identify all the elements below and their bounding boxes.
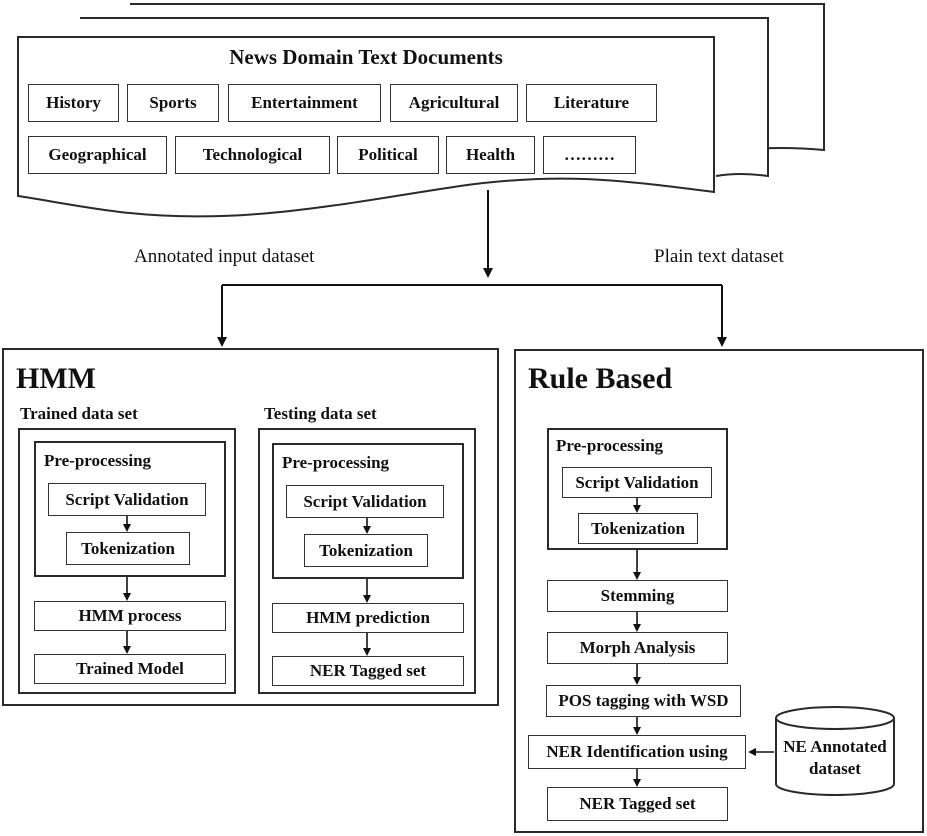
- ne-annotated-database-icon: [775, 706, 895, 796]
- ne-annotated-dataset-label: NE Annotated dataset: [770, 736, 900, 780]
- rule-ner-tagged-set: NER Tagged set: [547, 787, 728, 821]
- trained-dataset-label: Trained data set: [20, 404, 138, 423]
- category-tag: Entertainment: [228, 84, 381, 122]
- testing-tokenization: Tokenization: [304, 534, 428, 567]
- testing-preprocessing-label: Pre-processing: [282, 453, 390, 472]
- category-tag: ………: [543, 136, 636, 174]
- category-tag: Literature: [526, 84, 657, 122]
- category-label: History: [46, 93, 101, 112]
- trained-preprocessing-label: Pre-processing: [44, 451, 152, 470]
- category-label: Entertainment: [251, 93, 358, 112]
- category-label: Health: [465, 145, 516, 164]
- category-label: Agricultural: [408, 93, 500, 112]
- testing-dataset-label: Testing data set: [264, 404, 377, 423]
- category-tag: Geographical: [28, 136, 167, 174]
- category-label: Geographical: [48, 145, 147, 164]
- rule-pos-tagging: POS tagging with WSD: [546, 685, 741, 717]
- category-label: Sports: [149, 93, 197, 112]
- category-label: Political: [358, 145, 418, 164]
- annotated-dataset-label: Annotated input dataset: [134, 246, 315, 267]
- rule-stemming: Stemming: [547, 580, 728, 612]
- rule-ner-identification: NER Identification using: [528, 735, 746, 769]
- testing-script-validation: Script Validation: [286, 485, 444, 518]
- trained-model: Trained Model: [34, 654, 226, 684]
- plain-text-dataset-label: Plain text dataset: [654, 246, 784, 267]
- trained-script-validation: Script Validation: [48, 483, 206, 516]
- rule-preprocessing-label: Pre-processing: [556, 436, 664, 455]
- hmm-title: HMM: [16, 362, 96, 395]
- category-label: Literature: [553, 93, 630, 112]
- testing-hmm-prediction: HMM prediction: [272, 603, 464, 633]
- trained-hmm-process: HMM process: [34, 601, 226, 631]
- documents-title: News Domain Text Documents: [229, 44, 503, 69]
- category-tag: History: [28, 84, 119, 122]
- trained-tokenization: Tokenization: [66, 532, 190, 565]
- category-tag: Health: [446, 136, 535, 174]
- rule-based-title: Rule Based: [528, 362, 673, 395]
- category-tag: Political: [337, 136, 439, 174]
- category-label: ………: [564, 145, 615, 164]
- category-label: Technological: [202, 145, 303, 164]
- rule-morph-analysis: Morph Analysis: [547, 632, 728, 664]
- rule-tokenization: Tokenization: [578, 513, 698, 544]
- category-tag: Agricultural: [390, 84, 518, 122]
- category-tag: Sports: [127, 84, 219, 122]
- rule-script-validation: Script Validation: [562, 467, 712, 498]
- db-label-line1: NE Annotated: [783, 737, 887, 756]
- testing-ner-tagged-set: NER Tagged set: [272, 656, 464, 686]
- category-tag: Technological: [175, 136, 330, 174]
- db-label-line2: dataset: [809, 759, 861, 778]
